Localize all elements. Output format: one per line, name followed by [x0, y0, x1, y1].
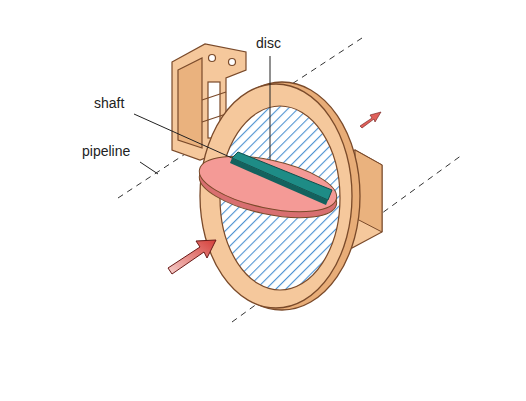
part-label: pipeline [82, 144, 130, 159]
flow-arrow [360, 112, 381, 128]
leader-line [140, 162, 158, 174]
disc [195, 146, 342, 222]
leader-line [134, 114, 232, 158]
shaft-side [230, 158, 328, 205]
part-label: disc [256, 36, 281, 51]
leader-line [270, 56, 271, 160]
shaft [232, 152, 332, 200]
part-label: shaft [94, 96, 124, 111]
flow-arrow [168, 240, 216, 274]
